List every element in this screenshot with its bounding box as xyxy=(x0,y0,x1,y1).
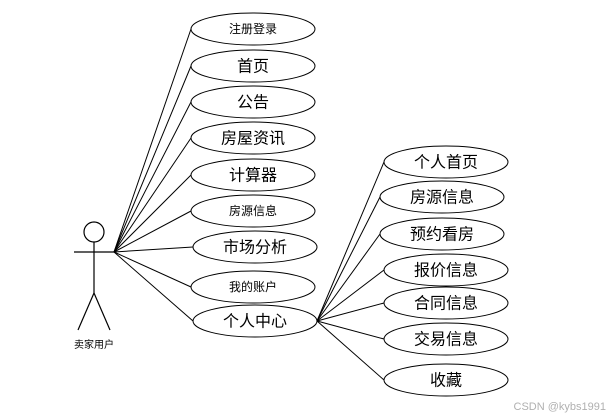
use-case-house-info-shape xyxy=(190,121,316,155)
association-register-login xyxy=(113,28,192,253)
association-home xyxy=(113,65,192,253)
use-case-house-source-label: 房源信息 xyxy=(229,203,277,218)
sub-use-case-contract-info: 合同信息 xyxy=(383,286,509,320)
watermark: CSDN @kybs1991 xyxy=(514,401,606,413)
sub-use-case-quote-info-label: 报价信息 xyxy=(414,261,478,280)
sub-use-case-transaction-info-shape xyxy=(383,322,509,356)
sub-use-case-favorites: 收藏 xyxy=(383,363,509,397)
use-case-home: 首页 xyxy=(190,49,316,83)
sub-use-case-personal-home: 个人首页 xyxy=(383,145,509,179)
actor-left-leg xyxy=(77,292,95,331)
association-house-info xyxy=(113,137,192,253)
sub-use-case-appointment-viewing: 预约看房 xyxy=(379,217,505,251)
association-house-source xyxy=(113,210,192,253)
association-announcement xyxy=(113,101,192,253)
use-case-register-login: 注册登录 xyxy=(190,12,316,46)
actor-right-leg xyxy=(93,292,111,331)
use-case-calculator-label: 计算器 xyxy=(229,166,277,185)
association-house-source-info xyxy=(316,196,381,322)
sub-use-case-transaction-info-label: 交易信息 xyxy=(414,330,478,349)
use-case-house-info-label: 房屋资讯 xyxy=(221,129,285,148)
association-transaction-info xyxy=(316,320,385,340)
use-case-market-analysis-label: 市场分析 xyxy=(223,238,287,257)
use-case-my-account: 我的账户 xyxy=(190,270,316,304)
use-case-register-login-shape xyxy=(190,12,316,46)
use-case-announcement: 公告 xyxy=(190,85,316,119)
sub-use-case-favorites-label: 收藏 xyxy=(430,371,462,390)
association-favorites xyxy=(316,320,385,381)
use-case-calculator: 计算器 xyxy=(190,158,316,192)
sub-use-case-contract-info-shape xyxy=(383,286,509,320)
use-case-market-analysis: 市场分析 xyxy=(192,230,318,264)
sub-use-case-house-source-info-label: 房源信息 xyxy=(410,188,474,207)
sub-use-case-personal-home-label: 个人首页 xyxy=(414,153,478,172)
association-personal-center xyxy=(113,251,194,322)
sub-use-case-house-source-info: 房源信息 xyxy=(379,180,505,214)
association-appointment-viewing xyxy=(316,233,381,322)
sub-use-case-house-source-info-shape xyxy=(379,180,505,214)
sub-use-case-quote-info-shape xyxy=(383,253,509,287)
use-case-house-source: 房源信息 xyxy=(190,194,316,228)
association-my-account xyxy=(113,251,192,288)
use-case-personal-center-shape xyxy=(192,304,318,338)
sub-use-case-personal-home-shape xyxy=(383,145,509,179)
association-calculator xyxy=(113,174,192,253)
sub-use-case-quote-info: 报价信息 xyxy=(383,253,509,287)
actor-head xyxy=(83,221,105,243)
association-lines xyxy=(113,28,385,381)
use-case-home-label: 首页 xyxy=(237,57,269,76)
use-case-announcement-label: 公告 xyxy=(237,93,269,112)
sub-use-case-favorites-shape xyxy=(383,363,509,397)
use-case-calculator-shape xyxy=(190,158,316,192)
association-quote-info xyxy=(316,269,385,322)
actor xyxy=(74,221,114,331)
use-case-my-account-label: 我的账户 xyxy=(229,279,277,294)
sub-use-case-appointment-viewing-shape xyxy=(379,217,505,251)
association-personal-home xyxy=(316,161,385,322)
actor-label: 卖家用户 xyxy=(74,338,114,351)
sub-use-case-transaction-info: 交易信息 xyxy=(383,322,509,356)
use-case-house-info: 房屋资讯 xyxy=(190,121,316,155)
use-case-my-account-shape xyxy=(190,270,316,304)
use-case-house-source-shape xyxy=(190,194,316,228)
use-case-personal-center: 个人中心 xyxy=(192,304,318,338)
sub-use-case-contract-info-label: 合同信息 xyxy=(414,294,478,313)
association-market-analysis xyxy=(113,246,194,253)
use-case-announcement-shape xyxy=(190,85,316,119)
use-case-market-analysis-shape xyxy=(192,230,318,264)
use-case-personal-center-label: 个人中心 xyxy=(223,312,287,331)
use-case-home-shape xyxy=(190,49,316,83)
association-contract-info xyxy=(316,302,385,322)
sub-use-case-appointment-viewing-label: 预约看房 xyxy=(410,225,474,244)
use-case-register-login-label: 注册登录 xyxy=(229,21,277,36)
